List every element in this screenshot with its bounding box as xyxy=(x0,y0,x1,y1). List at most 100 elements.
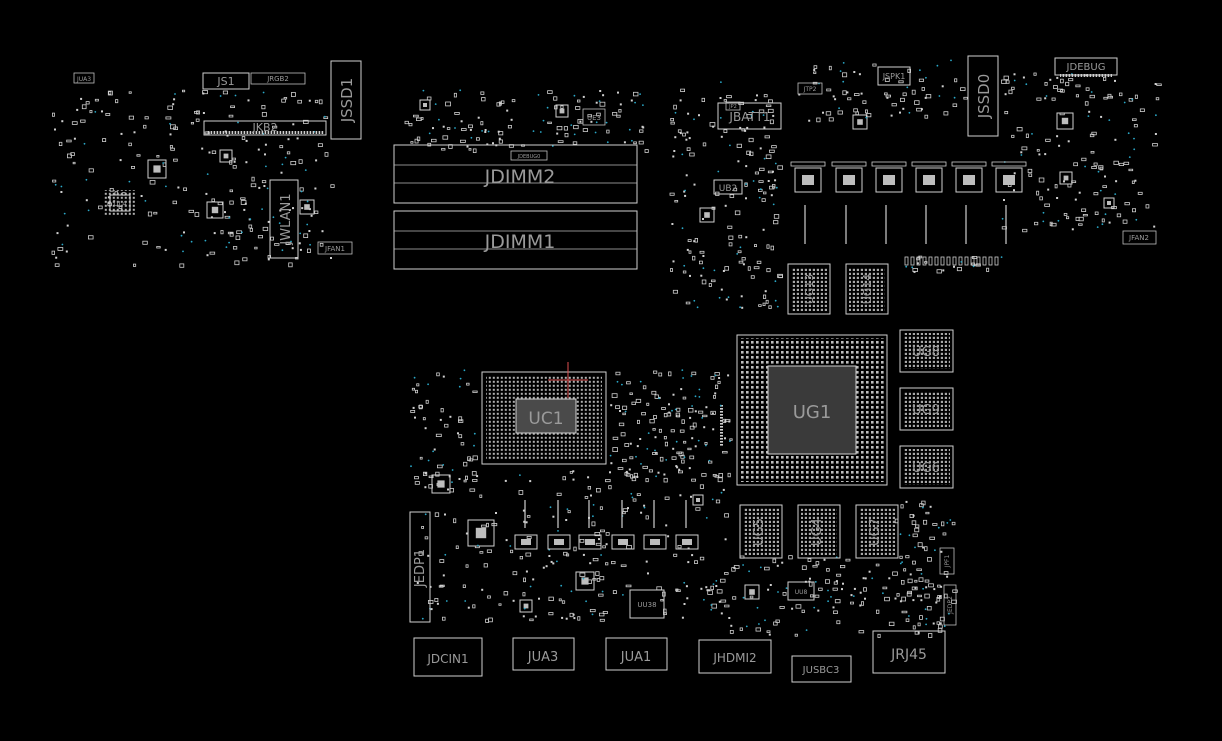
via-dot xyxy=(206,173,209,176)
smd-pad xyxy=(617,91,619,94)
smd-pad xyxy=(495,512,497,514)
smd-part xyxy=(768,99,773,104)
smd-part xyxy=(884,596,890,602)
smd-part xyxy=(434,512,440,517)
smd-pad xyxy=(206,254,209,257)
ic-package xyxy=(219,149,233,163)
jua1-label: JUA1 xyxy=(620,650,652,665)
smd-part xyxy=(599,101,606,107)
smd-part xyxy=(149,180,156,185)
smd-part xyxy=(1132,208,1137,213)
smd-pad xyxy=(667,535,670,538)
smd-pad xyxy=(674,136,677,139)
smd-part xyxy=(128,142,132,147)
smd-part xyxy=(615,371,621,376)
power-stage xyxy=(835,167,863,193)
smd-part xyxy=(765,104,772,107)
smd-part xyxy=(932,523,938,526)
smd-part xyxy=(709,122,716,127)
cap xyxy=(991,161,1027,167)
smd-pad xyxy=(689,274,691,277)
cap xyxy=(911,161,947,167)
smd-part xyxy=(466,382,470,386)
smd-part xyxy=(196,110,200,115)
smd-part xyxy=(631,401,636,406)
vrm-die xyxy=(585,539,595,545)
smd-part xyxy=(587,485,591,490)
smd-pad xyxy=(724,538,727,541)
smd-part xyxy=(682,270,687,274)
smd-part xyxy=(468,124,473,129)
smd-pad xyxy=(720,288,723,291)
smd-pad xyxy=(688,467,691,470)
via-dot xyxy=(1155,114,1157,117)
smd-pad xyxy=(85,199,88,202)
via-dot xyxy=(705,444,707,447)
vrm-stage xyxy=(611,534,635,550)
smd-part xyxy=(761,198,766,202)
smd-pad xyxy=(673,150,676,152)
smd-part xyxy=(767,108,774,114)
smd-pad xyxy=(590,120,593,123)
smd-pad xyxy=(61,120,64,123)
smd-pad xyxy=(642,126,645,129)
via-dot xyxy=(1101,223,1104,226)
smd-part xyxy=(1113,160,1119,165)
smd-part xyxy=(435,433,442,438)
smd-part xyxy=(262,226,269,231)
smd-part xyxy=(236,230,242,235)
smd-part xyxy=(404,120,409,125)
smd-part xyxy=(675,412,680,418)
ic-die xyxy=(749,589,755,595)
via-dot xyxy=(87,209,90,212)
smd-part xyxy=(896,593,900,597)
pad xyxy=(982,256,987,266)
smd-part xyxy=(637,419,640,424)
power-stage xyxy=(955,167,983,193)
smd-pad xyxy=(80,97,83,100)
smd-pad xyxy=(505,539,508,542)
pad xyxy=(970,256,975,266)
smd-part xyxy=(173,126,178,130)
via-dot xyxy=(936,64,939,67)
smd-part xyxy=(708,283,712,287)
smd-part xyxy=(834,599,841,604)
smd-part xyxy=(877,633,881,638)
pad xyxy=(964,256,969,266)
smd-pad xyxy=(756,94,758,97)
smd-pad xyxy=(902,107,905,110)
uu8-outline xyxy=(787,581,815,601)
smd-part xyxy=(865,109,868,114)
smd-pad xyxy=(484,131,487,133)
smd-part xyxy=(681,459,685,464)
jkb2-label: JKB2 xyxy=(251,121,277,134)
ug1-outline xyxy=(736,334,888,486)
ic-package xyxy=(852,114,868,130)
smd-pad xyxy=(728,617,731,619)
smd-pad xyxy=(287,138,290,141)
via-dot xyxy=(713,269,716,272)
smd-pad xyxy=(640,511,643,514)
jfan2-outline xyxy=(1122,230,1157,245)
smd-part xyxy=(689,455,695,460)
smd-part xyxy=(211,150,217,154)
power-stage-row xyxy=(790,161,1027,244)
via-dot xyxy=(556,560,558,563)
smd-part xyxy=(172,200,177,205)
smd-part xyxy=(692,422,697,428)
via-dot xyxy=(718,296,721,299)
smd-part xyxy=(1034,221,1039,226)
vrm-stage xyxy=(675,534,699,550)
via-dot xyxy=(950,59,952,62)
via-dot xyxy=(719,117,722,119)
smd-part xyxy=(415,117,422,121)
smd-part xyxy=(738,234,743,239)
smd-part xyxy=(622,511,626,515)
via-dot xyxy=(631,139,633,142)
smd-pad xyxy=(590,494,592,497)
ic-package xyxy=(699,207,715,223)
smd-part xyxy=(645,515,649,520)
smd-part xyxy=(853,108,858,113)
smd-pad xyxy=(932,622,935,625)
smd-part xyxy=(692,255,696,261)
